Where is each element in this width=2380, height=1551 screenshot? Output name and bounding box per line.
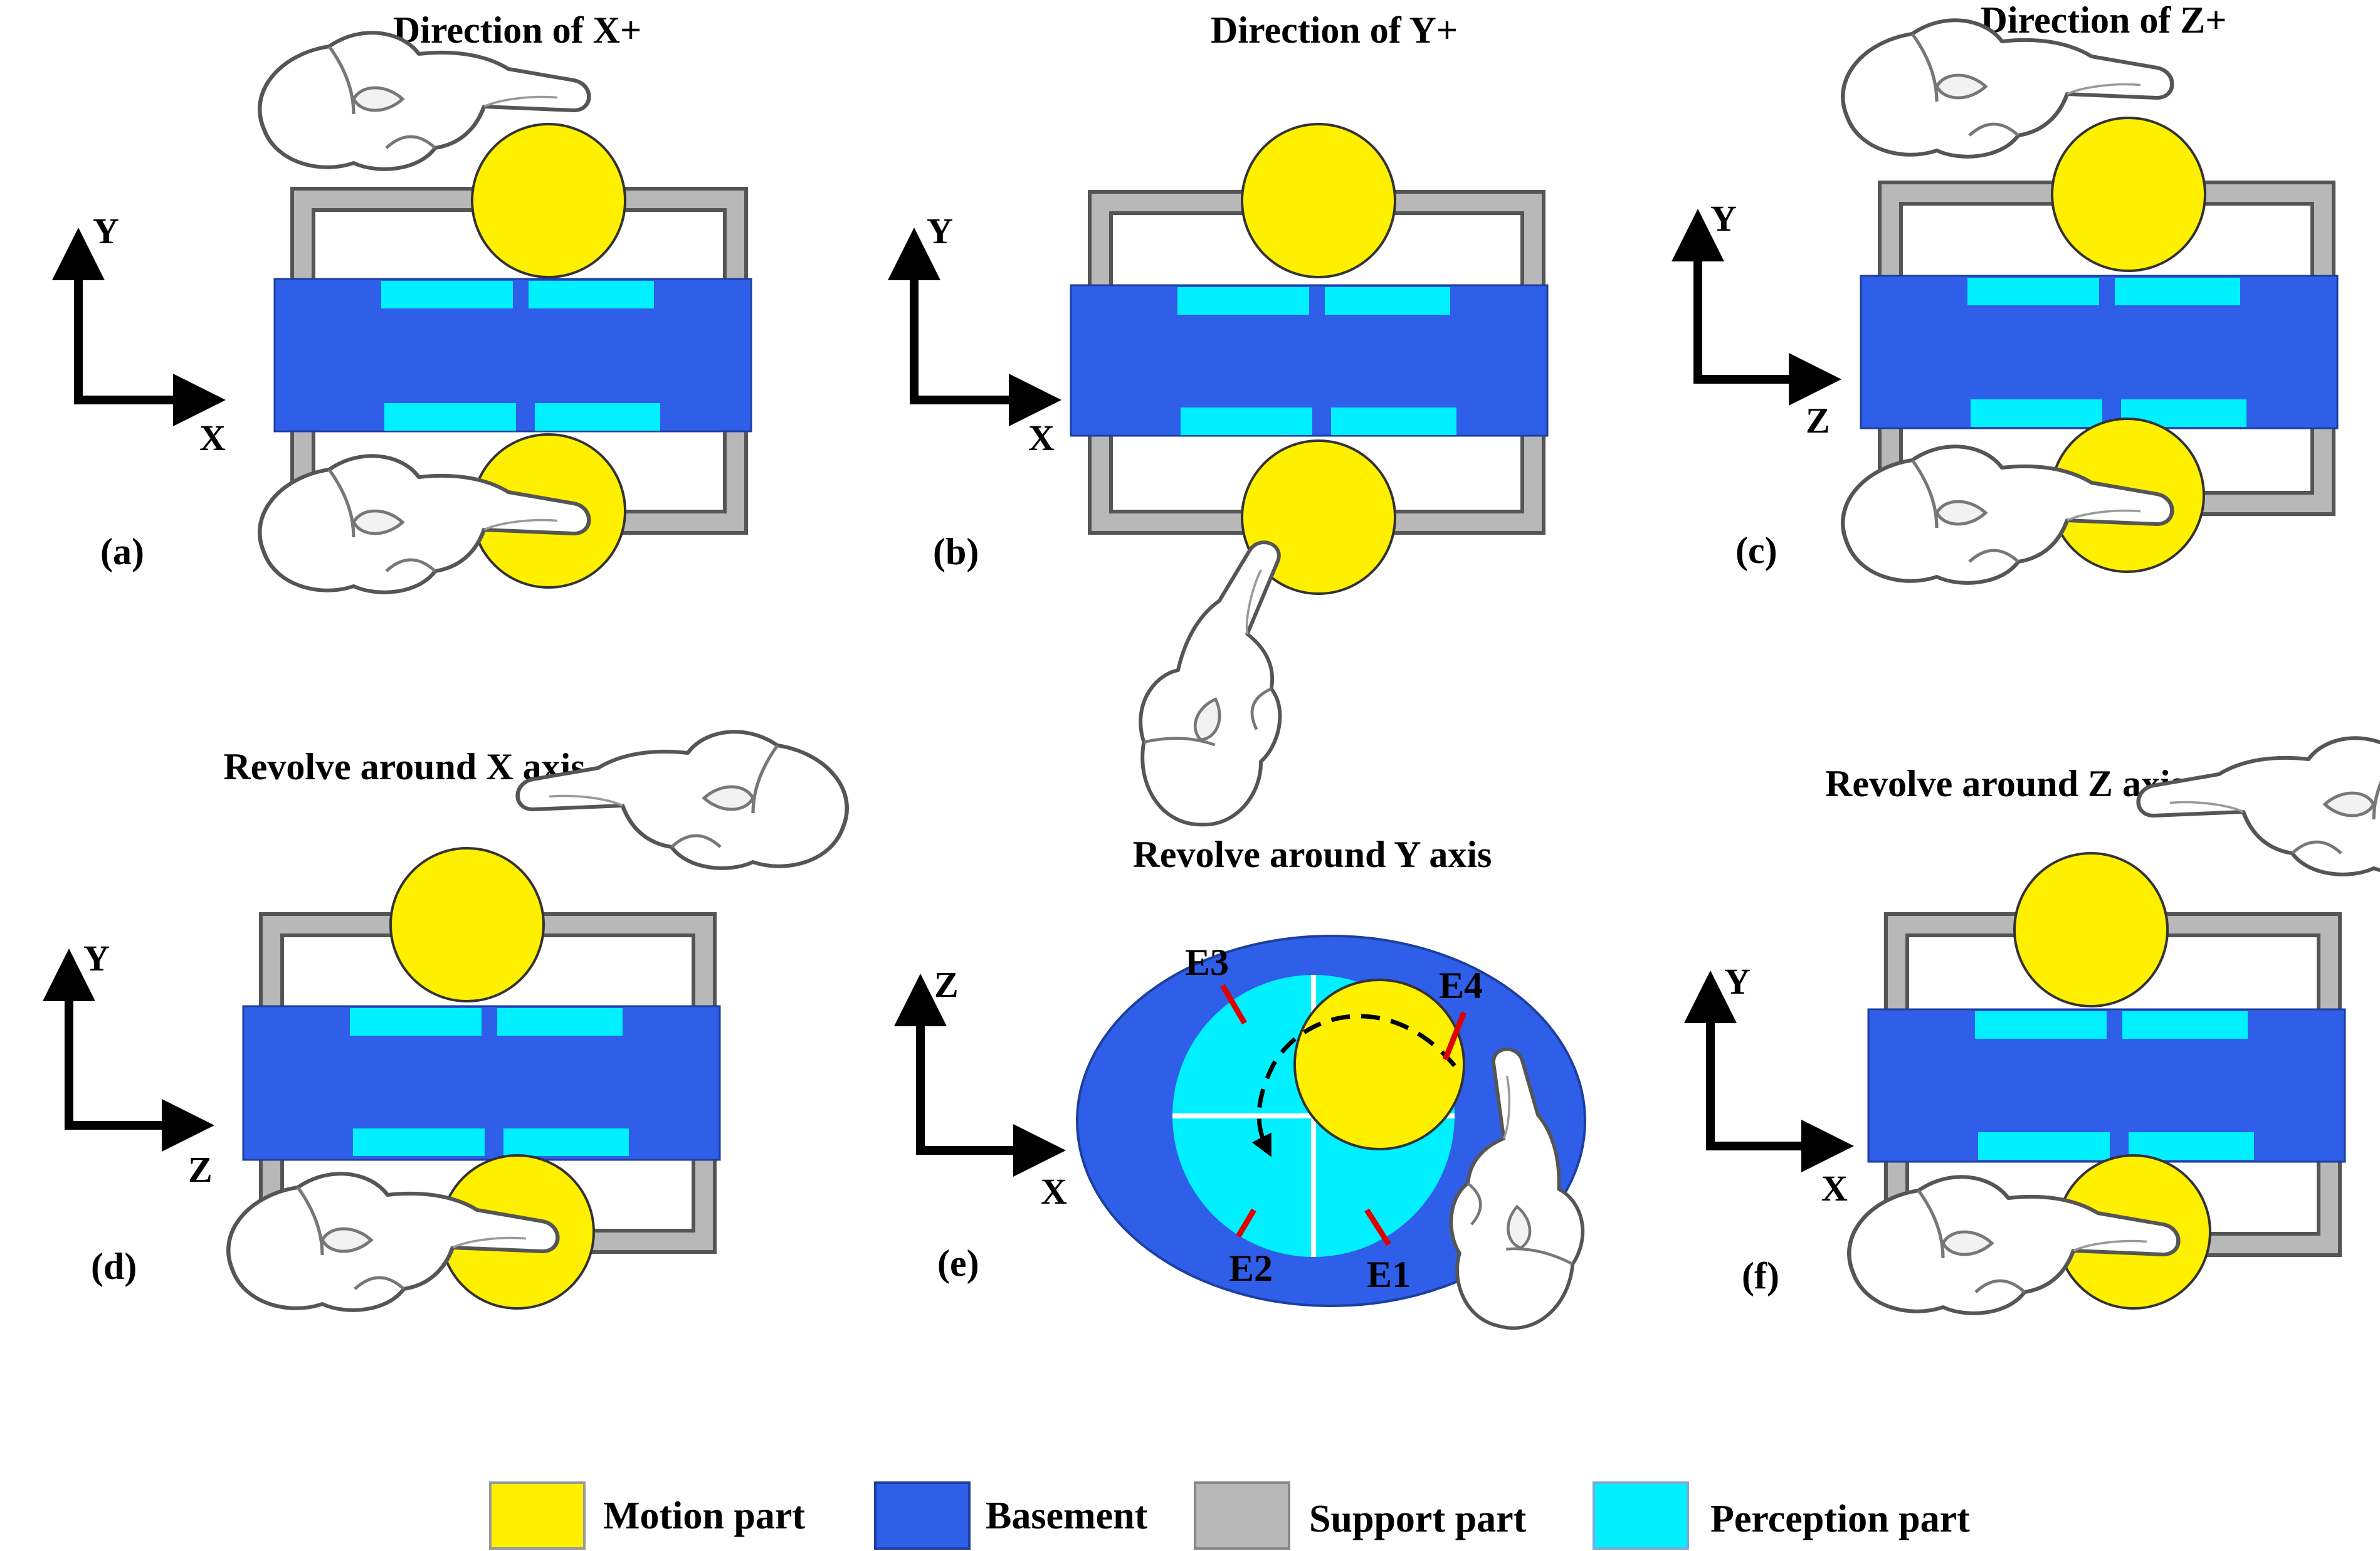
panel-f: Revolve around Z axis Y X (f): [1684, 738, 2380, 1313]
axes-c: Y Z: [1672, 198, 1841, 441]
motion-part-top: [389, 847, 545, 1002]
axes-f: Y X: [1684, 961, 1854, 1209]
axes-a: Y X: [52, 211, 226, 458]
electrode-label-e3: E3: [1185, 942, 1229, 983]
axis-label-vertical: Y: [927, 211, 953, 251]
panel-e-title: Revolve around Y axis: [1133, 834, 1492, 875]
panel-c-title: Direction of Z+: [1980, 0, 2226, 41]
axis-label-vertical: Y: [93, 211, 119, 251]
axes-e: Z X: [894, 964, 1067, 1212]
electrode-mark-e2: [1236, 1208, 1256, 1238]
perception-pad: [1181, 407, 1312, 435]
perception-pad: [2122, 1011, 2248, 1039]
axis-label-horizontal: X: [1028, 418, 1055, 458]
panel-label: (e): [937, 1243, 979, 1284]
perception-pad: [350, 1008, 482, 1036]
sensor-c: [1860, 117, 2339, 573]
electrode-label-e1: E1: [1367, 1254, 1411, 1295]
perception-pad: [1331, 407, 1456, 435]
electrode-mark-e1: [1364, 1208, 1391, 1246]
sensor-e-top-view: E3 E4 E2 E1: [1076, 935, 1586, 1307]
axis-label-horizontal: X: [199, 418, 226, 458]
legend-swatch: [1194, 1481, 1290, 1550]
panel-d: Revolve around X axis Y Z (d): [43, 732, 847, 1310]
motion-part-top: [471, 123, 626, 278]
motion-part: [1293, 979, 1465, 1150]
hand-icon: [2139, 738, 2380, 875]
legend: Motion part Basement Support part Percep…: [489, 1481, 1970, 1550]
motion-part-top: [2051, 117, 2206, 272]
perception-pad: [1967, 278, 2099, 305]
panel-label: (f): [1742, 1255, 1779, 1296]
electrode-label-e4: E4: [1439, 965, 1483, 1006]
perception-pad: [1177, 287, 1309, 315]
legend-item-perception: Perception part: [1593, 1481, 1970, 1550]
electrode-mark-e3: [1220, 984, 1247, 1025]
perception-pad: [1975, 1011, 2107, 1039]
perception-pad: [2115, 278, 2240, 305]
axis-label-horizontal: Z: [1806, 400, 1830, 441]
perception-pad: [2129, 1132, 2254, 1160]
perception-pad: [529, 281, 654, 308]
legend-item-basement: Basement: [874, 1481, 1148, 1550]
panel-f-title: Revolve around Z axis: [1825, 763, 2185, 804]
axis-label-vertical: Z: [934, 964, 959, 1005]
perception-pad: [1971, 399, 2102, 427]
panel-label: (c): [1735, 530, 1777, 571]
electrode-mark-e4: [1442, 1011, 1467, 1061]
electrode-label-e2: E2: [1229, 1248, 1273, 1289]
panel-label: (d): [91, 1246, 137, 1287]
axes-b: Y X: [888, 211, 1061, 458]
sensor-b: [1070, 123, 1549, 595]
legend-item-motion: Motion part: [489, 1481, 805, 1550]
axis-label-horizontal: Z: [188, 1149, 213, 1190]
perception-pad: [497, 1008, 623, 1036]
axis-label-vertical: Y: [1710, 198, 1737, 239]
axes-d: Y Z: [43, 938, 214, 1190]
perception-pad: [1978, 1132, 2110, 1160]
legend-label: Support part: [1309, 1498, 1527, 1540]
panel-b-title: Direction of Y+: [1211, 9, 1458, 51]
perception-pad: [381, 281, 513, 308]
panel-label: (a): [100, 531, 144, 572]
perception-pad: [384, 403, 516, 431]
axis-label-vertical: Y: [1724, 961, 1751, 1002]
panel-c: Direction of Z+ Y Z (c): [1672, 0, 2339, 583]
perception-pad: [503, 1128, 629, 1156]
sensor-a: [273, 123, 752, 589]
perception-pad: [1325, 287, 1450, 315]
legend-swatch: [874, 1481, 971, 1550]
legend-label: Motion part: [603, 1495, 805, 1537]
perception-pad: [353, 1128, 485, 1156]
panel-label: (b): [933, 531, 979, 572]
legend-label: Basement: [986, 1495, 1148, 1537]
motion-part-top: [2013, 852, 2169, 1007]
rotation-path: [1251, 1014, 1456, 1157]
panel-a: Direction of X+ Y X (a): [52, 9, 752, 592]
axis-label-horizontal: X: [1041, 1171, 1067, 1212]
legend-item-support: Support part: [1194, 1481, 1527, 1550]
legend-swatch: [1593, 1481, 1689, 1550]
motion-part-top: [1241, 123, 1396, 278]
panel-a-title: Direction of X+: [393, 9, 641, 51]
axis-label-vertical: Y: [83, 938, 110, 979]
panel-e: Revolve around Y axis Z X E3 E4 E2 E1 (e…: [894, 834, 1591, 1333]
legend-label: Perception part: [1710, 1498, 1970, 1540]
legend-swatch: [489, 1481, 586, 1550]
panel-b: Direction of Y+ Y X (b): [888, 9, 1549, 842]
axis-label-horizontal: X: [1821, 1168, 1848, 1209]
perception-pad: [535, 403, 660, 431]
